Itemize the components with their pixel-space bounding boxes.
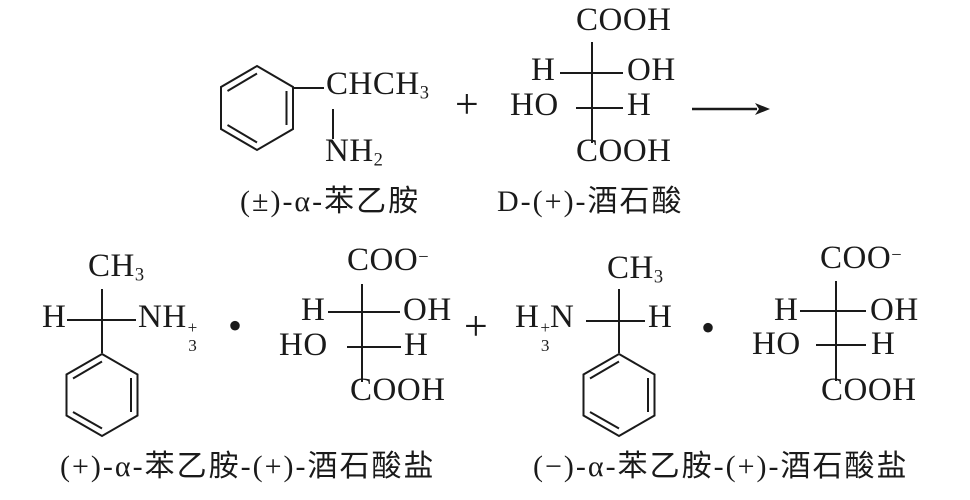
superscript-plus: + <box>540 317 551 337</box>
atom-group-coo-minus: COO− <box>347 244 429 277</box>
atom-group-cooh-bottom: COOH <box>576 133 672 169</box>
benzene-ring-salt-minus <box>582 352 656 438</box>
fischer-tartrate-1 <box>328 284 401 382</box>
double-bond <box>72 411 103 430</box>
atom-group-oh: OH <box>870 292 919 328</box>
atom-group-h: H <box>42 299 67 335</box>
charge-stack: +3 <box>540 317 551 355</box>
atom-text: CH <box>607 250 654 286</box>
label-tartaric-acid: D-(+)-酒石酸 <box>497 185 684 218</box>
atom-group-cooh-bottom: COOH <box>350 372 446 408</box>
atom-text: H <box>515 299 540 335</box>
fischer-tartrate-2 <box>800 281 866 381</box>
atom-group-nh3-plus: NH+3 <box>138 301 197 355</box>
plus-sign-bottom: + <box>464 304 488 350</box>
label-plus-salt: (+)-α-苯乙胺-(+)-酒石酸盐 <box>60 450 436 483</box>
atom-group-ho: HO <box>279 327 328 363</box>
atom-text: COO <box>820 240 892 276</box>
superscript-minus: − <box>891 244 902 265</box>
atom-text: NH <box>138 299 187 335</box>
atom-group-nh2: NH2 <box>325 135 383 169</box>
plus-sign-top: + <box>455 82 479 128</box>
atom-group-ch3: CH3 <box>607 252 663 286</box>
reaction-arrow <box>692 103 770 115</box>
subscript: 3 <box>188 335 197 355</box>
atom-group-h: H <box>648 299 673 335</box>
atom-group-ho: HO <box>510 87 559 123</box>
atom-text: COO <box>347 242 419 278</box>
atom-group-chch3: CHCH3 <box>326 68 429 102</box>
atom-group-cooh-top: COOH <box>576 2 672 38</box>
atom-group-oh: OH <box>403 292 452 328</box>
double-bond <box>226 72 258 92</box>
atom-text: NH <box>325 133 374 169</box>
atom-group-h: H <box>531 52 556 88</box>
subscript: 3 <box>653 266 664 287</box>
atom-text: CH <box>88 248 135 284</box>
atom-group-h: H <box>301 292 326 328</box>
double-bond <box>226 124 258 144</box>
fischer-tartaric-acid <box>560 42 623 143</box>
subscript: 3 <box>134 264 145 285</box>
superscript-minus: − <box>418 246 429 267</box>
superscript-plus: + <box>187 317 198 337</box>
dot-separator: • <box>701 305 716 350</box>
atom-group-ho: HO <box>752 326 801 362</box>
atom-group-cooh-bottom: COOH <box>821 372 917 408</box>
charge-stack: +3 <box>187 317 198 355</box>
atom-group-h: H <box>871 326 896 362</box>
atom-group-h: H <box>404 327 429 363</box>
atom-group-ch3: CH3 <box>88 250 144 284</box>
double-bond <box>72 360 103 380</box>
atom-text: N <box>550 299 575 335</box>
double-bond <box>589 411 620 430</box>
benzene-ring-salt-plus <box>65 352 139 438</box>
double-bond <box>589 360 620 380</box>
subscript: 3 <box>419 82 429 103</box>
atom-group-h: H <box>774 292 799 328</box>
atom-group-h: H <box>627 87 652 123</box>
atom-group-oh: OH <box>627 52 676 88</box>
subscript: 2 <box>373 149 383 170</box>
salt-plus-skeleton <box>67 289 136 353</box>
subscript: 3 <box>540 335 550 355</box>
salt-minus-skeleton <box>586 289 645 353</box>
label-minus-salt: (−)-α-苯乙胺-(+)-酒石酸盐 <box>533 450 909 483</box>
label-racemic-amine: (±)-α-苯乙胺 <box>240 185 421 218</box>
dot-separator: • <box>228 303 243 348</box>
atom-group-coo-minus: COO− <box>820 242 902 275</box>
benzene-ring-amine <box>220 64 294 152</box>
atom-text: CHCH <box>326 66 420 102</box>
